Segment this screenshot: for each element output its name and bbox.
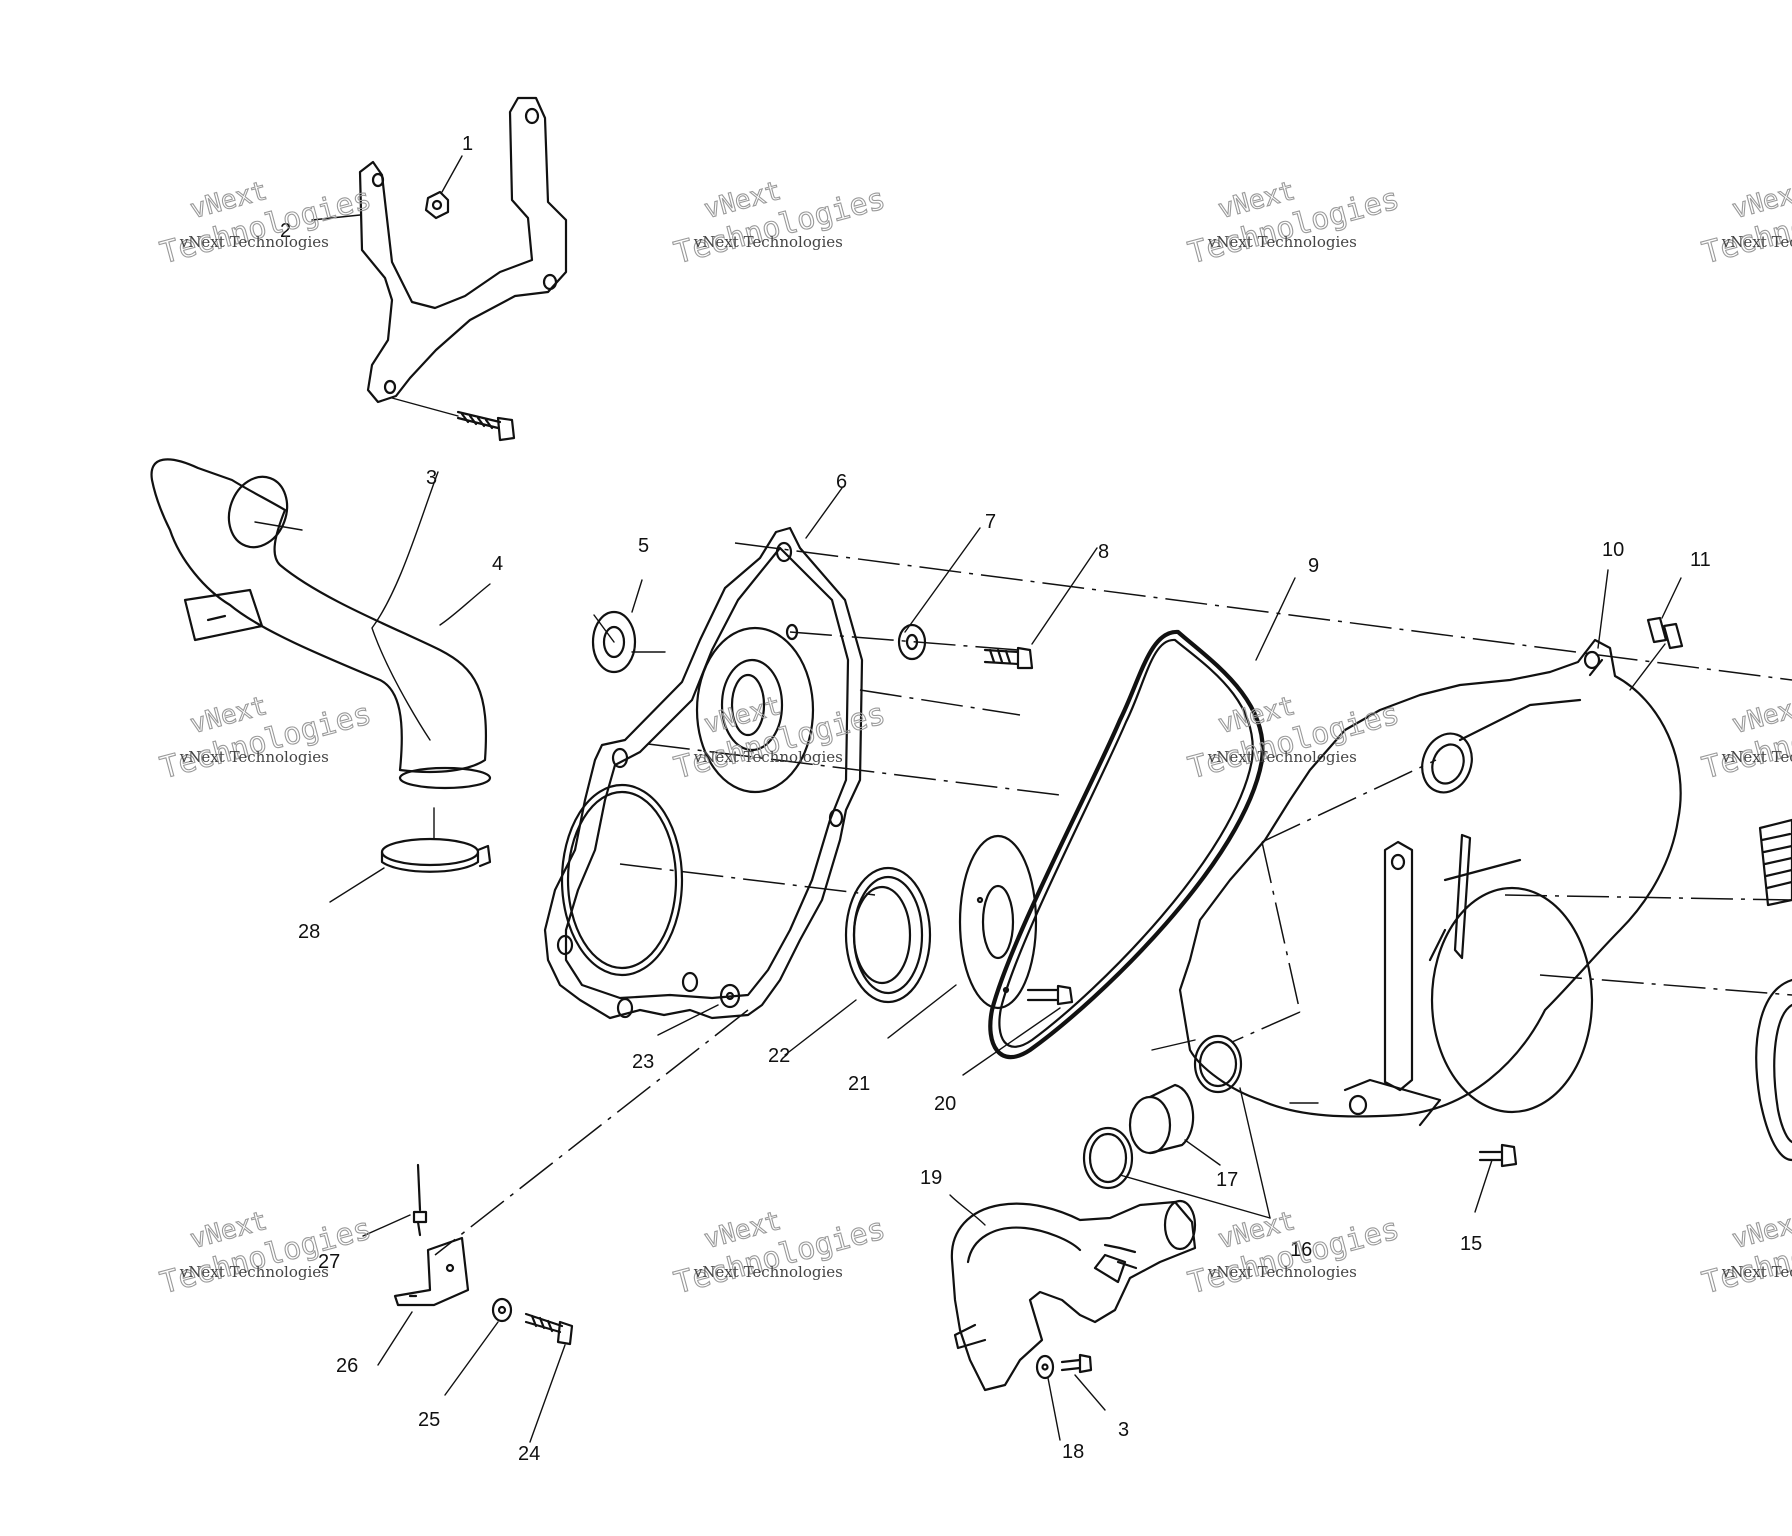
bolt-part-3-bottom: [1060, 1353, 1093, 1374]
callout-numbers: 1 2 3 3 4 5 6 7 8 9 10 11 15 16 17 18 19…: [280, 133, 1711, 1465]
decal-part-11: [1646, 616, 1684, 650]
partial-ring-right: [1755, 978, 1792, 1162]
washer-part-18: [1035, 1354, 1055, 1380]
callout-17: 17: [1216, 1169, 1238, 1191]
callout-11: 11: [1690, 549, 1711, 571]
svg-text:vNext Technologies: vNext Technologies: [693, 1263, 843, 1281]
callout-24: 24: [518, 1443, 540, 1465]
callout-19: 19: [920, 1167, 942, 1189]
bolt-part-3-top: [456, 410, 516, 442]
callout-15: 15: [1460, 1233, 1482, 1255]
duct-elbow-part-19: [950, 1199, 1197, 1392]
watermark-1: vNext Technologies vNext Technologies: [156, 175, 376, 271]
seal-part-22: [844, 866, 932, 1004]
bolt-part-20: [1026, 984, 1074, 1006]
watermark-12: vNext Technologies vNext Technologies: [1698, 1205, 1792, 1301]
svg-text:vNext Technologies: vNext Technologies: [1207, 233, 1357, 251]
probe-part-27: [412, 1163, 428, 1237]
svg-text:vNext Technologies: vNext Technologies: [1721, 233, 1792, 251]
callout-27: 27: [318, 1251, 340, 1273]
svg-text:vNext Technologies: vNext Technologies: [693, 233, 843, 251]
callout-28: 28: [298, 921, 320, 943]
svg-text:vNext Technologies: vNext Technologies: [1721, 748, 1792, 766]
clamp-part-28: [380, 837, 492, 873]
cover-label: [1758, 818, 1792, 907]
svg-text:vNext Technologies: vNext Technologies: [1207, 1263, 1357, 1281]
svg-text:vNext Technologies: vNext Technologies: [179, 233, 329, 251]
bracket-part-26: [393, 1236, 470, 1307]
callout-21: 21: [848, 1073, 870, 1095]
leader-lines: [254, 155, 1682, 1443]
callout-10: 10: [1602, 539, 1624, 561]
watermark-3: vNext Technologies vNext Technologies: [1184, 175, 1404, 271]
watermark-4: vNext Technologies vNext Technologies: [1698, 175, 1792, 271]
callout-5: 5: [638, 535, 649, 557]
bracket-part-2: [358, 96, 568, 404]
watermark-8: vNext Technologies vNext Technologies: [1698, 690, 1792, 786]
washer-part-5: [591, 610, 637, 674]
drive-belt-part-9: [988, 629, 1265, 1060]
callout-8: 8: [1098, 541, 1109, 563]
watermark-10: vNext Technologies vNext Technologies: [670, 1205, 890, 1301]
callout-6: 6: [836, 471, 847, 493]
bolt-part-8: [983, 646, 1034, 670]
callout-1: 1: [462, 133, 473, 155]
svg-text:vNext Technologies: vNext Technologies: [179, 748, 329, 766]
callout-3-bottom: 3: [1118, 1419, 1129, 1441]
screw-part-15: [1478, 1143, 1518, 1168]
svg-text:vNext Technologies: vNext Technologies: [1721, 1263, 1792, 1281]
callout-16: 16: [1290, 1239, 1312, 1261]
callout-22: 22: [768, 1045, 790, 1067]
watermark-5: vNext Technologies vNext Technologies: [156, 690, 376, 786]
callout-23: 23: [632, 1051, 654, 1073]
watermarks: vNext Technologies vNext Technologies vN…: [156, 175, 1792, 1301]
callout-25: 25: [418, 1409, 440, 1431]
nut-part-1: [424, 190, 450, 220]
callout-3-top: 3: [426, 467, 437, 489]
callout-26: 26: [336, 1355, 358, 1377]
svg-text:vNext Technologies: vNext Technologies: [1207, 748, 1357, 766]
assembly-centerlines: [434, 542, 1792, 1256]
bolt-part-24: [524, 1312, 574, 1346]
callout-4: 4: [492, 553, 503, 575]
watermark-9: vNext Technologies vNext Technologies: [156, 1205, 376, 1301]
callout-7: 7: [985, 511, 996, 533]
clamp-part-16-lower: [1082, 1126, 1134, 1190]
callout-9: 9: [1308, 555, 1319, 577]
washer-part-25: [491, 1297, 513, 1323]
svg-text:vNext Technologies: vNext Technologies: [179, 1263, 329, 1281]
washer-part-23: [719, 983, 741, 1009]
clamp-part-16-upper: [1193, 1034, 1243, 1094]
plate-part-21: [958, 834, 1038, 1010]
duct-part-4: [150, 458, 492, 790]
watermark-2: vNext Technologies vNext Technologies: [670, 175, 890, 271]
sleeve-part-17: [1128, 1083, 1195, 1155]
callout-2: 2: [280, 220, 291, 242]
svg-text:vNext Technologies: vNext Technologies: [693, 748, 843, 766]
callout-20: 20: [934, 1093, 956, 1115]
callout-18: 18: [1062, 1441, 1084, 1463]
watermark-7: vNext Technologies vNext Technologies: [1184, 690, 1404, 786]
